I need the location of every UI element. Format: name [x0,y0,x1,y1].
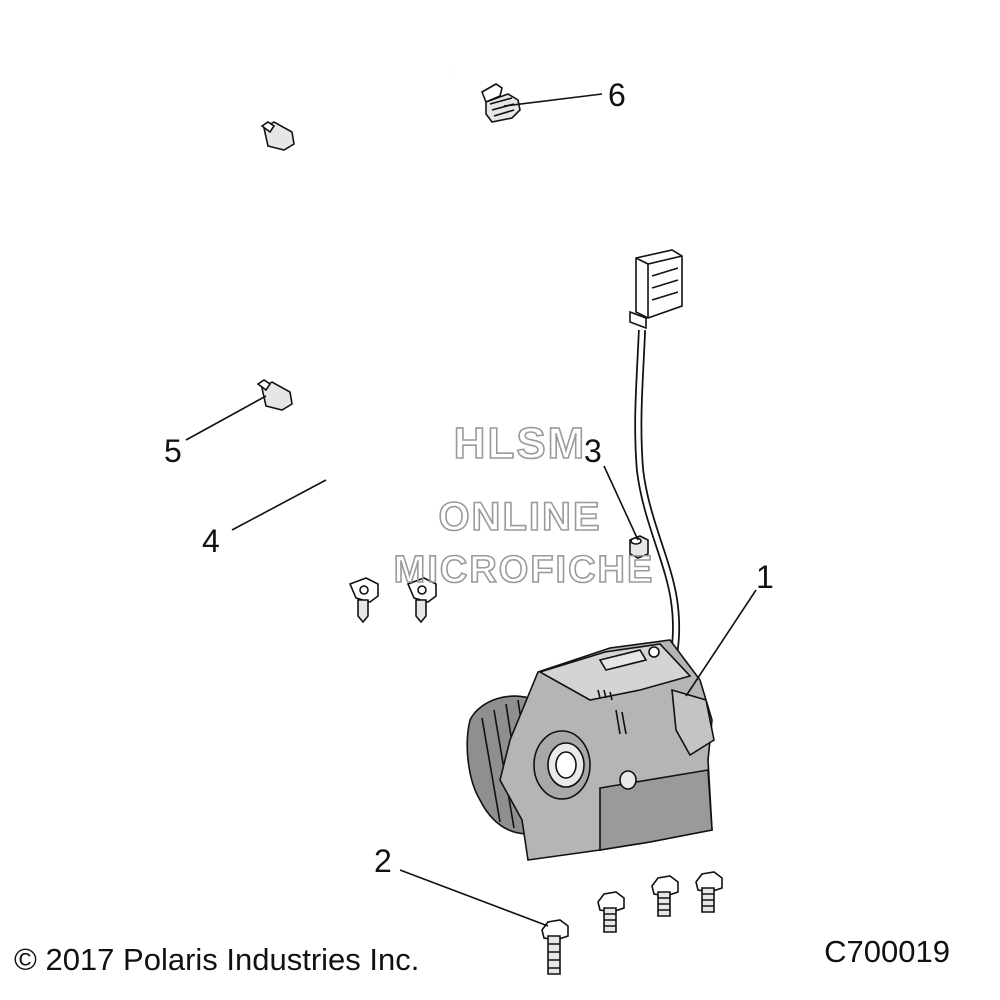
bolt-4 [695,871,723,913]
wire-harness [634,329,681,692]
callout-3: 3 [584,433,602,469]
diagram-code: C700019 [824,934,950,969]
watermark-line3: MICROFICHE [394,549,655,591]
vent-hose [318,62,641,582]
bolt-2 [597,891,625,933]
callout-6: 6 [608,77,626,113]
bolt-3 [651,875,679,917]
harness-connector [629,249,683,330]
bolt-1 [541,919,569,975]
callout-5: 5 [164,433,182,469]
copyright-text: © 2017 Polaris Industries Inc. [14,942,419,977]
push-rivet-right [406,577,437,624]
callout-1: 1 [756,559,774,595]
push-rivet-left [348,577,379,624]
gearcase-housing [466,639,715,861]
hose-clip-upper [260,121,295,151]
watermark: HLSM ONLINE MICROFICHE [393,418,655,592]
watermark-line2: ONLINE [438,495,601,539]
callout-4: 4 [202,523,220,559]
callouts: 1 2 3 4 5 6 [164,77,774,879]
callout-2: 2 [374,843,392,879]
hose-clip-lower [256,379,293,411]
vent-fitting [480,83,521,123]
watermark-line1: HLSM [454,419,587,468]
leader-lines [185,93,757,927]
